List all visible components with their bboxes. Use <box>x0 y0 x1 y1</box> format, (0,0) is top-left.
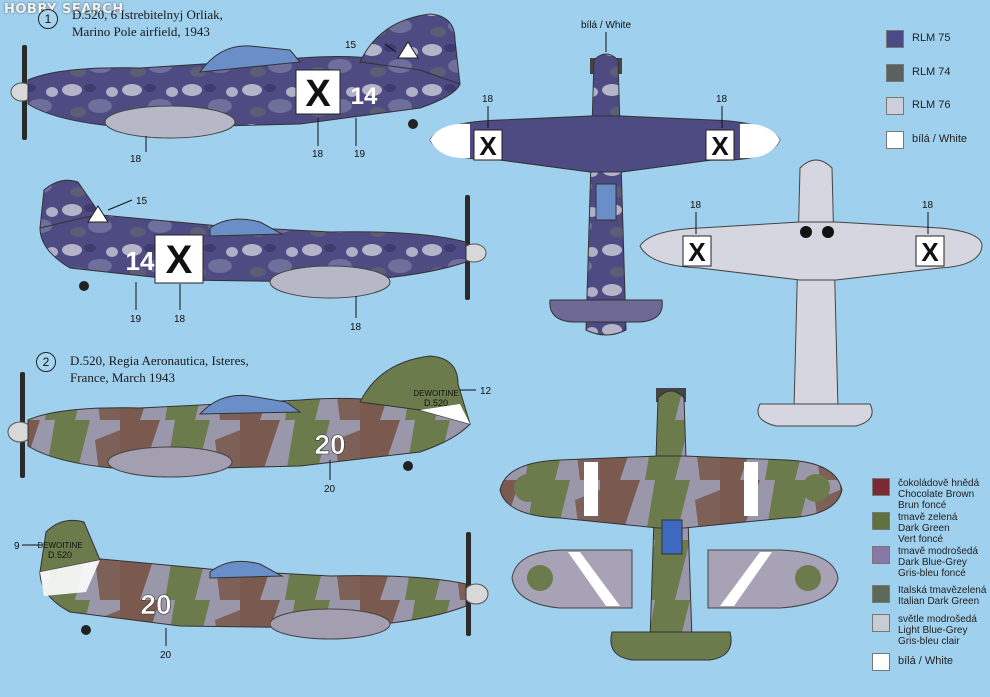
view1-top-view: bílá / White X X 18 18 <box>429 20 781 336</box>
view1-bottom-cross-left: X <box>688 237 706 267</box>
view1b-fuselage-number: 14 <box>126 246 155 276</box>
view1-bottom-callout-18b: 18 <box>922 200 934 211</box>
legend-text-chocolate-brown: čokoládově hnědá Chocolate Brown Brun fo… <box>898 478 979 511</box>
view2-side-left: 20 DEWOITINE D.520 12 20 <box>7 355 492 495</box>
legend-swatch-chocolate-brown <box>872 478 890 496</box>
view1-top-cross-right: X <box>711 131 729 161</box>
legend-label-rlm76: RLM 76 <box>912 99 951 111</box>
view2-number-badge: 2 <box>36 352 56 372</box>
legend-line: Dark Green <box>898 523 950 534</box>
legend-swatch-italian-dark-green <box>872 585 890 603</box>
view1-caption: D.520, 6 Istrebitelnyj Orliak, Marino Po… <box>72 6 223 40</box>
legend-swatch-rlm75 <box>886 30 904 48</box>
legend-line: Brun foncé <box>898 500 947 511</box>
legend-line: Dark Blue-Grey <box>898 557 967 568</box>
legend-label-white: bílá / White <box>912 133 968 145</box>
legend-text-dark-green: tmavě zelená Dark Green Vert foncé <box>898 512 957 545</box>
legend-text-italian-dark-green: Italská tmavězelená Italian Dark Green <box>898 585 986 607</box>
legend-line: bílá / White <box>898 655 954 667</box>
legend-bottom-item-1: tmavě zelená Dark Green Vert foncé <box>872 512 957 545</box>
view2-caption: D.520, Regia Aeronautica, Isteres, Franc… <box>70 352 249 386</box>
watermark-logo: HOBBY SEARCH <box>4 2 124 17</box>
legend-line: Gris-bleu clair <box>898 636 960 647</box>
legend-swatch-white-2 <box>872 653 890 671</box>
view1-bottom-callout-18a: 18 <box>690 200 702 211</box>
legend-top-item-2: RLM 76 <box>886 97 951 115</box>
legend-top-item-1: RLM 74 <box>886 64 951 82</box>
legend-top-item-3: bílá / White <box>886 131 967 149</box>
view1-bottom-view: X X 18 18 <box>639 159 983 427</box>
legend-swatch-light-blue-grey <box>872 614 890 632</box>
view2-tail-type: D.520 <box>424 398 448 408</box>
view1-caption-line1: D.520, 6 Istrebitelnyj Orliak, <box>72 7 223 22</box>
legend-bottom-item-5: bílá / White <box>872 653 953 671</box>
view2b-fuselage-number: 20 <box>140 589 171 620</box>
view2-side-right: 20 DEWOITINE D.520 9 20 <box>14 519 489 661</box>
view2b-tail-type: D.520 <box>48 550 72 560</box>
view2-tail-small: DEWOITINE <box>413 389 458 398</box>
view2-fuselage-number: 20 <box>314 429 345 460</box>
view1b-callout-18b: 18 <box>350 322 362 333</box>
legend-line: Gris-bleu foncé <box>898 568 966 579</box>
legend-line: Italská tmavězelená <box>898 585 987 596</box>
legend-label-rlm75: RLM 75 <box>912 32 951 44</box>
view1b-callout-19: 19 <box>130 314 142 325</box>
legend-swatch-rlm74 <box>886 64 904 82</box>
legend-text-dark-blue-grey: tmavě modrošedá Dark Blue-Grey Gris-bleu… <box>898 546 978 579</box>
view1-side-left: X 14 15 18 18 19 <box>10 13 461 165</box>
view1-callout-19a: 19 <box>354 149 366 160</box>
legend-swatch-white <box>886 131 904 149</box>
legend-line: tmavě modrošedá <box>898 546 979 557</box>
legend-swatch-dark-blue-grey <box>872 546 890 564</box>
view2-caption-line2: France, March 1943 <box>70 370 176 385</box>
view2b-callout-20: 20 <box>160 650 172 661</box>
view1b-callout-18a: 18 <box>174 314 186 325</box>
legend-line: čokoládově hnědá <box>898 478 980 489</box>
view1-callout-18b: 18 <box>312 149 324 160</box>
legend-top-item-0: RLM 75 <box>886 30 951 48</box>
view2-top-view <box>499 388 843 661</box>
view2-callout-20a: 20 <box>324 484 336 495</box>
view1-side-right: X 14 15 19 18 18 <box>39 179 487 333</box>
view1-number-badge: 1 <box>38 9 58 29</box>
legend-line: Light Blue-Grey <box>898 625 968 636</box>
view2b-tail-small: DEWOITINE <box>37 541 82 550</box>
view1-top-label: bílá / White <box>581 20 631 31</box>
legend-line: světle modrošedá <box>898 614 977 625</box>
view2-bottom-view <box>511 549 839 609</box>
view1-top-callout-18b: 18 <box>716 94 728 105</box>
view1b-cross-marking: X <box>166 238 193 282</box>
legend-bottom-item-3: Italská tmavězelená Italian Dark Green <box>872 585 986 607</box>
view2-callout-12: 12 <box>480 386 492 397</box>
view1-top-callout-18a: 18 <box>482 94 494 105</box>
view1-caption-line2: Marino Pole airfield, 1943 <box>72 24 210 39</box>
legend-text-white-2: bílá / White <box>898 653 953 670</box>
view1-fuselage-number: 14 <box>351 83 378 110</box>
view1b-callout-15: 15 <box>136 196 148 207</box>
legend-line: Italian Dark Green <box>898 596 980 607</box>
legend-bottom-item-2: tmavě modrošedá Dark Blue-Grey Gris-bleu… <box>872 546 978 579</box>
view2-caption-line1: D.520, Regia Aeronautica, Isteres, <box>70 353 249 368</box>
view1-cross-marking: X <box>305 73 331 115</box>
legend-swatch-dark-green <box>872 512 890 530</box>
legend-label-rlm74: RLM 74 <box>912 66 951 78</box>
legend-text-light-blue-grey: světle modrošedá Light Blue-Grey Gris-bl… <box>898 614 977 647</box>
view2b-callout-9: 9 <box>14 541 20 552</box>
view1-bottom-cross-right: X <box>921 237 939 267</box>
legend-line: tmavě zelená <box>898 512 958 523</box>
view1-top-cross-left: X <box>479 131 497 161</box>
legend-line: Vert foncé <box>898 534 944 545</box>
legend-swatch-rlm76 <box>886 97 904 115</box>
legend-bottom-item-0: čokoládově hnědá Chocolate Brown Brun fo… <box>872 478 979 511</box>
view1-callout-15a: 15 <box>345 40 357 51</box>
legend-bottom-item-4: světle modrošedá Light Blue-Grey Gris-bl… <box>872 614 977 647</box>
legend-line: Chocolate Brown <box>898 489 975 500</box>
view1-callout-18a: 18 <box>130 154 142 165</box>
